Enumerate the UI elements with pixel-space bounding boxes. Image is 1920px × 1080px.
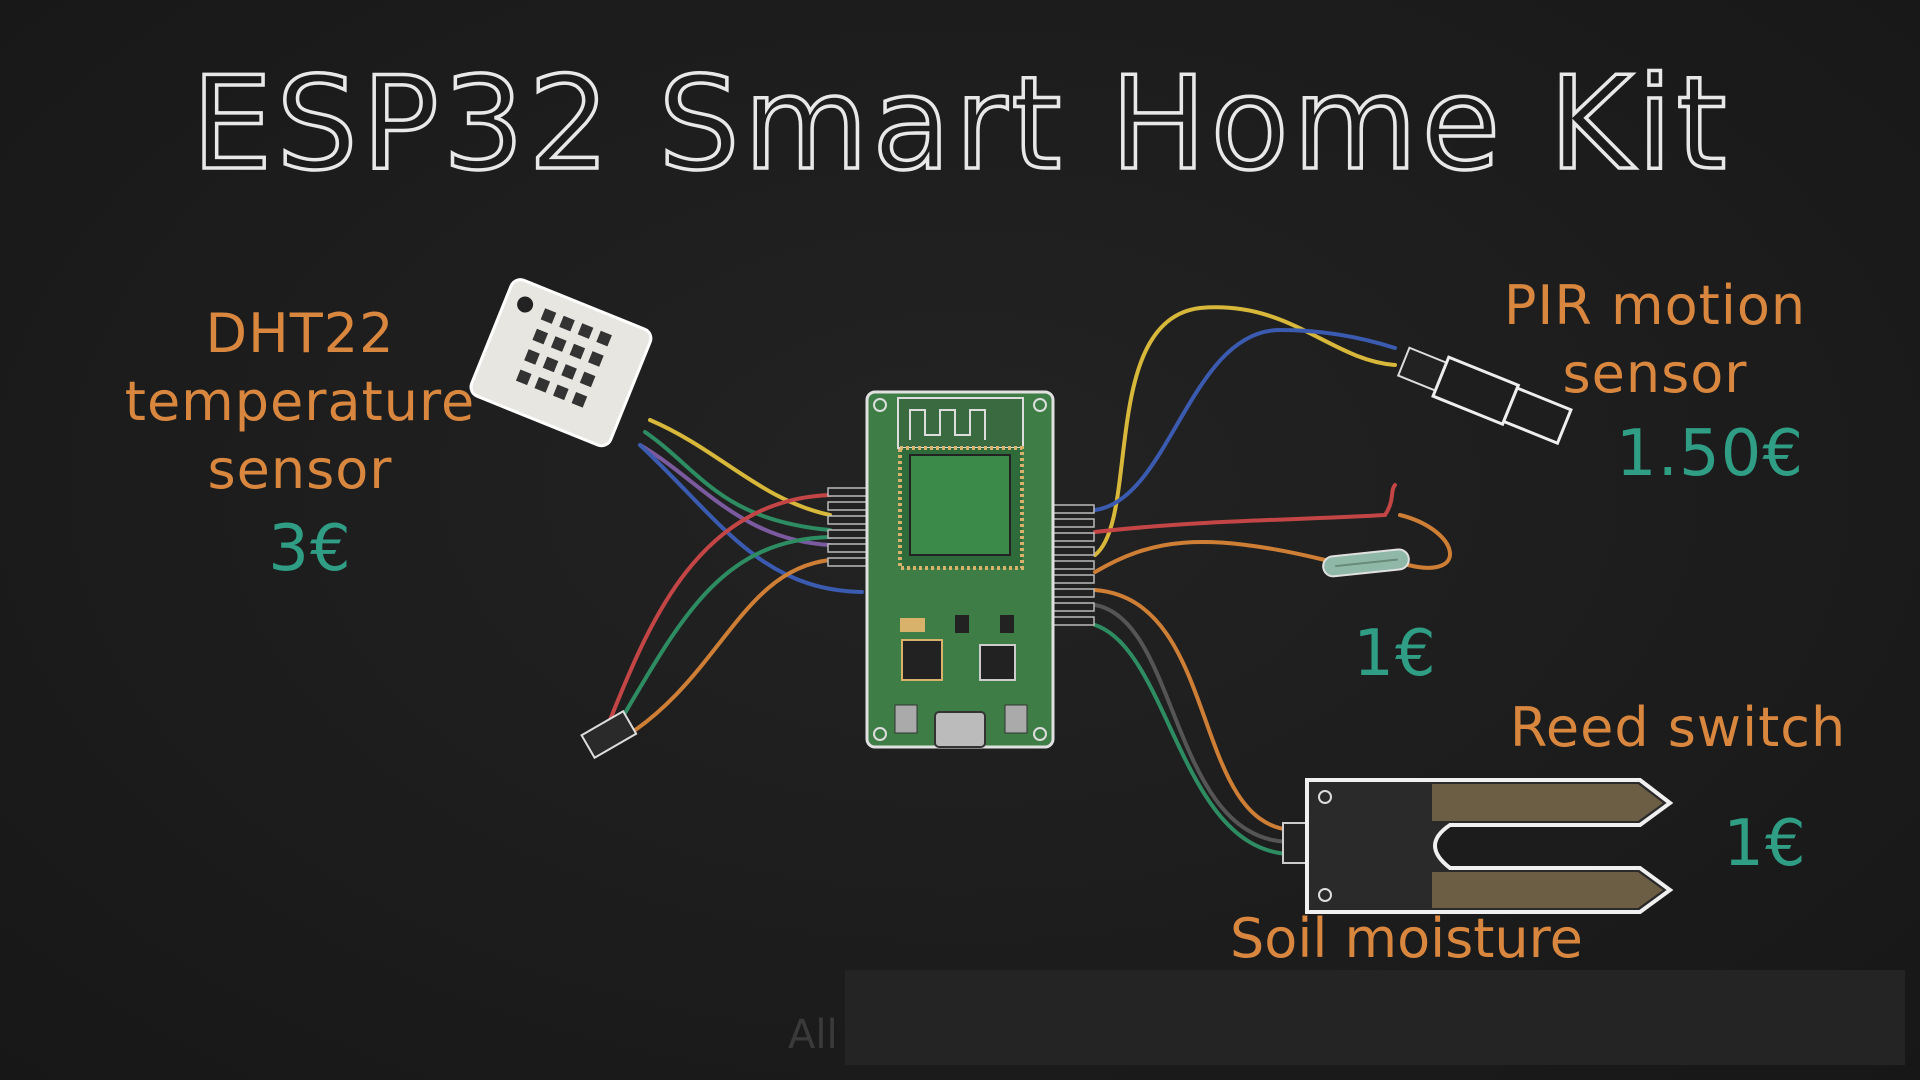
wire-gray-r: [1093, 603, 1292, 844]
wire-blue-r: [1093, 327, 1397, 512]
reed-price: 1€: [1353, 617, 1437, 691]
wire-orange-r: [1093, 513, 1452, 574]
pir-sensor-illustration: [1396, 346, 1573, 446]
wire-red-r: [1093, 483, 1397, 534]
wires-left: [608, 418, 864, 742]
obscuring-overlay: [845, 970, 1905, 1065]
soil-price: 1€: [1723, 807, 1807, 881]
dht22-price: 3€: [268, 512, 352, 586]
reed-label: Reed switch: [1509, 696, 1847, 759]
wire-orange: [618, 558, 832, 742]
dht22-sensor-illustration: [469, 278, 653, 448]
wire-yellow: [648, 418, 832, 517]
reed-switch-illustration: [1322, 548, 1410, 578]
dht22-label-line: sensor: [207, 438, 393, 501]
wire-green: [643, 430, 832, 532]
wire-red: [608, 493, 832, 722]
wire-green2: [613, 535, 832, 732]
pir-label-line: sensor: [1562, 342, 1748, 405]
wire-orange-r2: [1093, 588, 1292, 832]
footer-text: All: [788, 1012, 838, 1058]
dht22-label-line: DHT22: [205, 302, 395, 365]
title: ESP32 Smart Home Kit: [191, 50, 1730, 199]
esp32-board-illustration: [827, 390, 1095, 749]
wire-purple: [638, 443, 832, 547]
dht22-label-line: temperature: [124, 370, 476, 433]
pir-price: 1.50€: [1615, 417, 1805, 491]
jumper-connector: [580, 709, 638, 760]
wire-blue: [638, 443, 864, 594]
soil-label: Soil moisture: [1230, 907, 1583, 970]
wires-right: [1093, 305, 1452, 856]
pir-label-line: PIR motion: [1503, 274, 1807, 337]
pir-label: PIR motion sensor: [1504, 272, 1806, 408]
soil-sensor-illustration: [1282, 778, 1674, 914]
wire-yellow-r: [1093, 305, 1397, 557]
dht22-label: DHT22 temperature sensor: [125, 300, 475, 504]
wire-green-r: [1093, 623, 1292, 856]
